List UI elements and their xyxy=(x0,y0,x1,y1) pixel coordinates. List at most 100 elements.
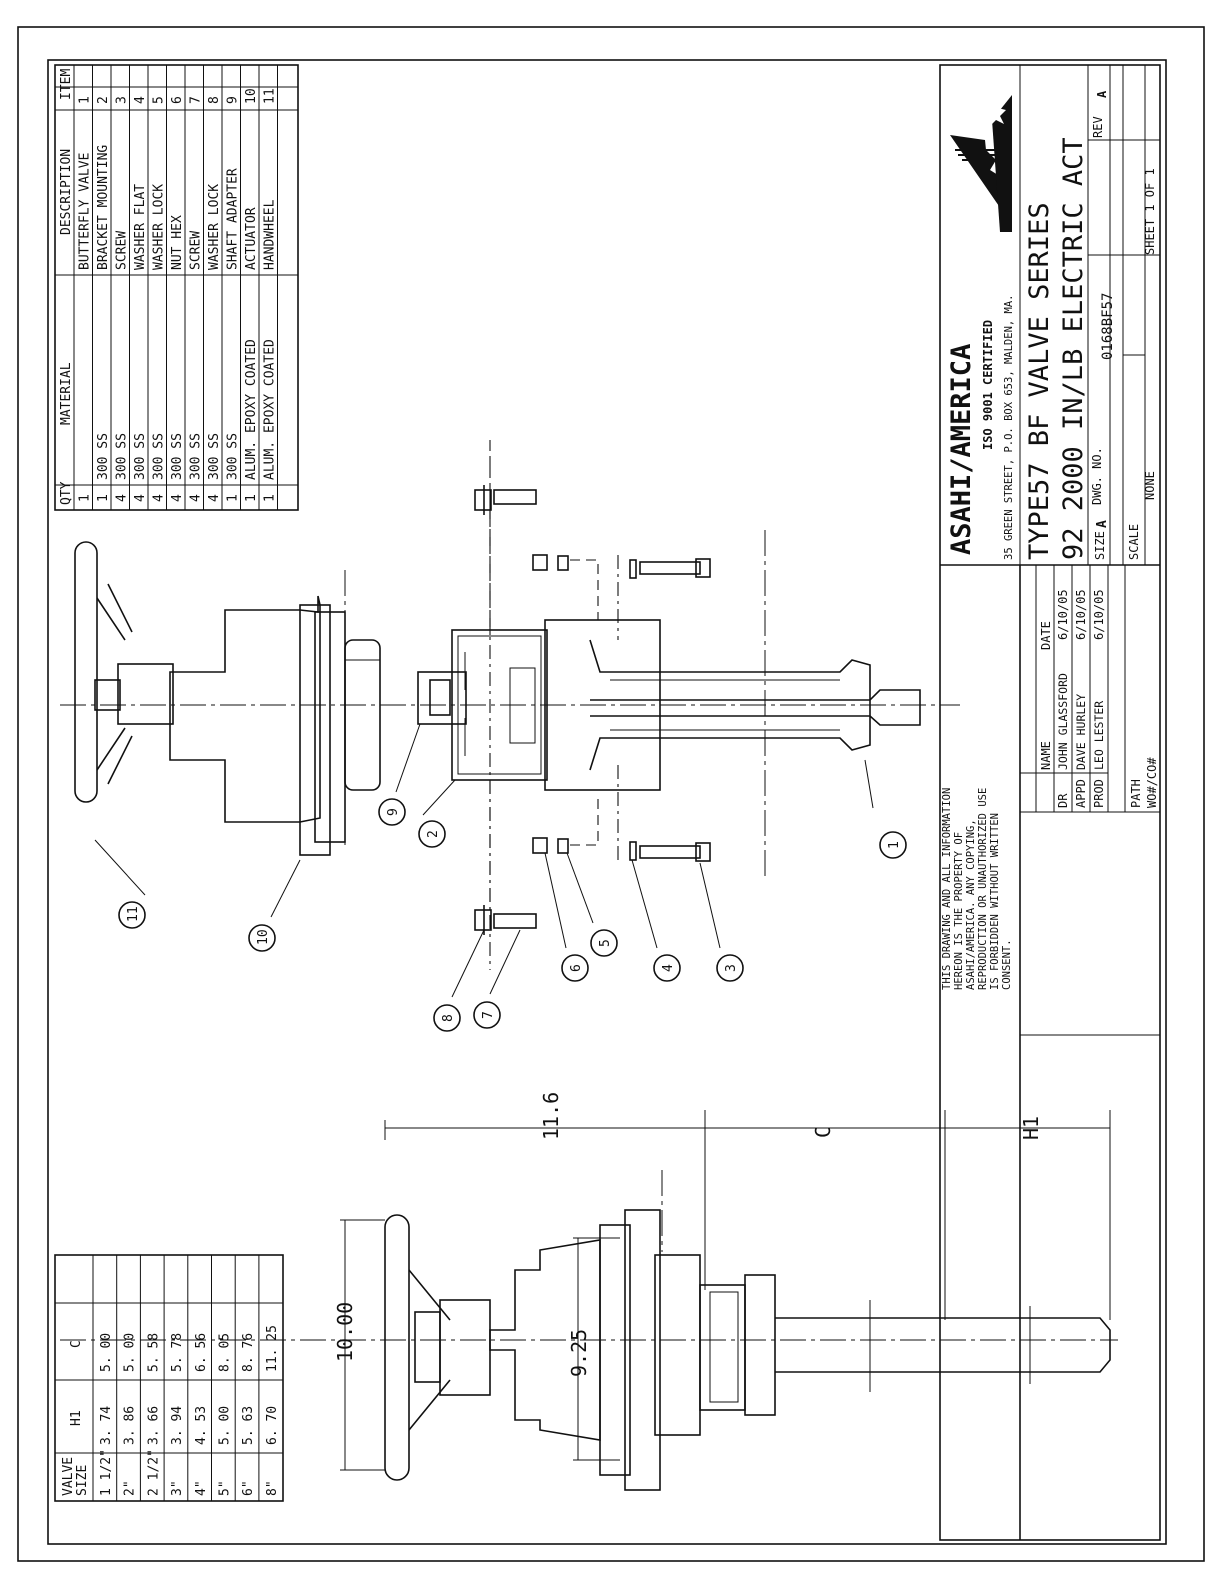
notice-line: REPRODUCTION OR UNAUTHORIZED USE xyxy=(977,788,989,990)
parts-description: WASHER LOCK xyxy=(152,184,167,270)
valve-size: 5" xyxy=(218,1480,233,1496)
c-value: 5. 58 xyxy=(146,1333,161,1372)
item-balloon-number: 8 xyxy=(441,1014,456,1022)
c-value: 5. 00 xyxy=(99,1333,114,1372)
parts-qty: 4 xyxy=(152,494,167,502)
notice-line: IS FORBIDDEN WITHOUT WRITTEN xyxy=(989,813,1001,990)
parts-description: BUTTERFLY VALVE xyxy=(78,153,93,270)
handwheel-rim xyxy=(74,541,98,803)
approval-role: DR xyxy=(1056,793,1070,808)
item-balloon xyxy=(248,924,276,952)
name-header: NAME xyxy=(1039,741,1053,770)
wo-label: WO#/CO# xyxy=(1145,757,1159,808)
valve-size: 4" xyxy=(194,1480,209,1496)
size-value: A xyxy=(1095,520,1110,528)
h1-value: 3. 94 xyxy=(170,1406,185,1445)
asahi-logo xyxy=(950,95,1012,232)
parts-item: 6 xyxy=(170,96,185,104)
parts-item: 4 xyxy=(133,96,148,104)
parts-qty: 1 xyxy=(226,494,241,502)
parts-material: 300 SS xyxy=(226,433,241,480)
c-value: 11. 25 xyxy=(265,1325,280,1372)
bracket-mounting xyxy=(451,629,548,781)
parts-qty: 4 xyxy=(115,494,130,502)
item-balloon-number: 1 xyxy=(887,841,902,849)
parts-item: 5 xyxy=(152,96,167,104)
item-balloon xyxy=(879,831,907,859)
item-balloon xyxy=(590,929,618,957)
parts-item: 1 xyxy=(78,96,93,104)
item-balloon-number: 7 xyxy=(481,1011,496,1019)
handwheel-front xyxy=(384,1214,410,1481)
parts-material: 300 SS xyxy=(115,433,130,480)
valve-size-header: VALVE xyxy=(61,1457,76,1496)
certification: ISO 9001 CERTIFIED xyxy=(981,320,995,450)
h1-value: 5. 00 xyxy=(218,1406,233,1445)
approval-date: 6/10/05 xyxy=(1074,589,1088,640)
approval-name: DAVE HURLEY xyxy=(1074,694,1088,770)
parts-material: 300 SS xyxy=(207,433,222,480)
parts-material: 300 SS xyxy=(152,433,167,480)
approval-name: LEO LESTER xyxy=(1092,701,1106,770)
c-value: 6. 56 xyxy=(194,1333,209,1372)
parts-material: 300 SS xyxy=(189,433,204,480)
item-balloon-number: 2 xyxy=(426,830,441,838)
parts-description: SCREW xyxy=(189,231,204,270)
item-balloon xyxy=(418,820,446,848)
parts-description: WASHER FLAT xyxy=(133,184,148,270)
parts-item: 2 xyxy=(96,96,111,104)
dim-actuator-width: 9.25 xyxy=(567,1329,591,1377)
notice-line: THIS DRAWING AND ALL INFORMATION xyxy=(941,788,953,990)
valve-size: 1 1/2" xyxy=(99,1449,114,1496)
h1-value: 3. 86 xyxy=(123,1406,138,1445)
item-balloon-number: 9 xyxy=(386,808,401,816)
drawing-title-2: 92 2000 IN/LB ELECTRIC ACT xyxy=(1058,137,1089,560)
date-header: DATE xyxy=(1039,621,1053,650)
parts-description: SCREW xyxy=(115,231,130,270)
item-balloon xyxy=(561,954,589,982)
h1-value: 3. 74 xyxy=(99,1406,114,1445)
parts-qty: 4 xyxy=(189,494,204,502)
dim-h1: H1 xyxy=(1019,1116,1043,1140)
parts-material: 300 SS xyxy=(96,433,111,480)
c-header: C xyxy=(69,1340,84,1348)
parts-material: 300 SS xyxy=(133,433,148,480)
parts-qty: 1 xyxy=(78,494,93,502)
parts-description: SHAFT ADAPTER xyxy=(226,168,241,270)
notice-line: ASAHI/AMERICA. ANY COPYING, xyxy=(965,819,977,990)
butterfly-valve-body xyxy=(589,639,871,771)
h1-value: 5. 63 xyxy=(241,1406,256,1445)
valve-size: 6" xyxy=(241,1480,256,1496)
parts-qty: 1 xyxy=(263,494,278,502)
item-balloon-number: 5 xyxy=(598,939,613,947)
item-balloon xyxy=(653,954,681,982)
parts-material: ALUM. EPOXY COATED xyxy=(244,339,259,480)
parts-qty: 4 xyxy=(170,494,185,502)
approval-role: PROD xyxy=(1092,779,1106,808)
parts-item: 11 xyxy=(263,88,278,104)
parts-qty: 1 xyxy=(244,494,259,502)
parts-description: ACTUATOR xyxy=(244,207,259,270)
dwg-no: 0168BF57 xyxy=(1100,293,1116,360)
path-label: PATH xyxy=(1129,779,1143,808)
parts-description: BRACKET MOUNTING xyxy=(96,145,111,270)
h1-header: H1 xyxy=(69,1410,84,1426)
valve-size: 8" xyxy=(265,1480,280,1496)
valve-size: 2 1/2" xyxy=(146,1449,161,1496)
notice-line: CONSENT. xyxy=(1001,939,1013,990)
valve-size: 3" xyxy=(170,1480,185,1496)
parts-material: 300 SS xyxy=(170,433,185,480)
approval-date: 6/10/05 xyxy=(1092,589,1106,640)
outer-border xyxy=(17,26,1205,1562)
parts-item: 10 xyxy=(244,88,259,104)
h1-value: 4. 53 xyxy=(194,1406,209,1445)
parts-item: 7 xyxy=(189,96,204,104)
parts-header-qty: QTY xyxy=(59,481,74,505)
c-value: 8. 76 xyxy=(241,1333,256,1372)
parts-description: NUT HEX xyxy=(170,215,185,270)
parts-material: ALUM. EPOXY COATED xyxy=(263,339,278,480)
